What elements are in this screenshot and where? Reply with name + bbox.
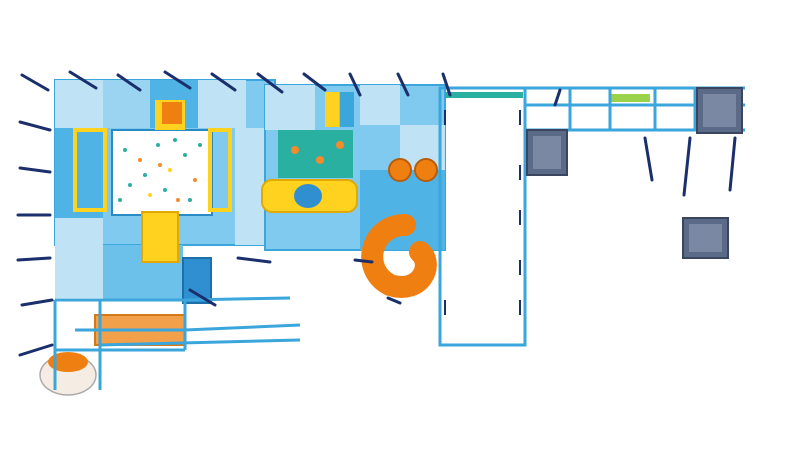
deck-panel — [55, 128, 103, 218]
deck-panel — [265, 85, 315, 130]
stone-towers — [526, 87, 743, 259]
tube-opening — [294, 184, 322, 208]
deck-panel — [360, 85, 400, 125]
perforated-panel — [278, 130, 353, 178]
net-panel — [610, 94, 650, 102]
deck-panel — [198, 80, 246, 128]
spiral-slide — [361, 214, 437, 298]
main-structure — [39, 79, 301, 396]
tube-slide — [162, 102, 182, 124]
deck-panel — [55, 218, 103, 298]
pole-posts — [16, 70, 737, 357]
net-panel — [445, 92, 523, 98]
drum — [414, 158, 438, 182]
tube-slide — [325, 92, 339, 127]
tube-slide — [340, 92, 354, 127]
center-structure — [261, 84, 446, 298]
ball-pit-balls — [118, 138, 202, 202]
tube-slide — [141, 211, 179, 263]
drum — [388, 158, 412, 182]
climb-frame — [208, 128, 232, 212]
ball-pit — [111, 129, 213, 216]
support-posts — [444, 110, 521, 315]
dome — [48, 352, 88, 372]
climb-frame — [73, 128, 107, 212]
frame-tube — [99, 338, 301, 347]
cylinder-tube — [182, 257, 212, 304]
deck-panel — [103, 80, 150, 128]
